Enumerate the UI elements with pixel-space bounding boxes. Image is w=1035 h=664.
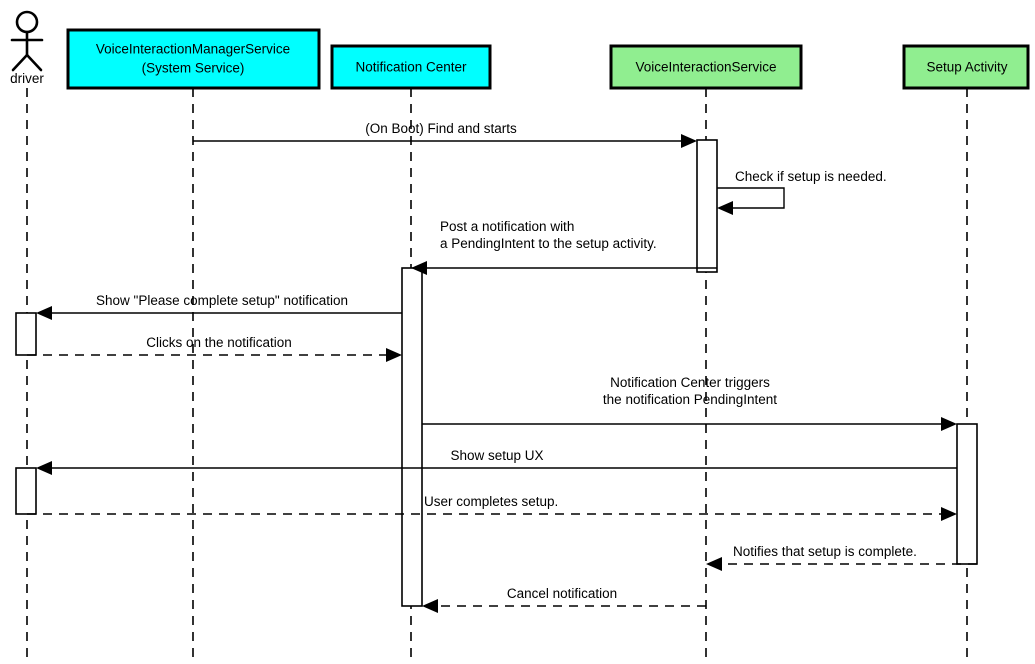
actor-leg-right-icon: [25, 53, 43, 72]
message-label-msg-trigger-pendingintent-line1: Notification Center triggers: [610, 375, 770, 390]
participant-vims[interactable]: VoiceInteractionManagerService (System Se…: [66, 28, 321, 90]
participant-vis[interactable]: VoiceInteractionService: [609, 44, 803, 90]
message-label-msg-cancel-notification: Cancel notification: [507, 586, 617, 601]
activations-layer: [15, 139, 978, 607]
message-label-msg-on-boot: (On Boot) Find and starts: [365, 121, 517, 136]
activation-bar-notifcenter: [401, 267, 423, 607]
activation-bar-vis: [696, 139, 718, 273]
message-msg-show-setup-ux[interactable]: Show setup UX: [36, 448, 957, 475]
participant-notifcenter[interactable]: Notification Center: [330, 44, 492, 90]
message-arrowhead-msg-clicks-notification: [386, 348, 402, 362]
message-label-msg-trigger-pendingintent-line2: the notification PendingIntent: [603, 392, 777, 407]
message-msg-user-completes-setup[interactable]: User completes setup.: [27, 494, 957, 521]
participant-box-vims[interactable]: [66, 28, 321, 90]
participant-label-notifcenter: Notification Center: [355, 60, 467, 75]
message-label-msg-show-notification: Show "Please complete setup" notificatio…: [96, 293, 348, 308]
message-msg-show-notification[interactable]: Show "Please complete setup" notificatio…: [36, 293, 402, 320]
message-msg-clicks-notification[interactable]: Clicks on the notification: [27, 335, 402, 362]
participant-label-vis: VoiceInteractionService: [635, 60, 776, 75]
message-arrowhead-msg-on-boot: [681, 134, 697, 148]
message-label-msg-notifies-complete: Notifies that setup is complete.: [733, 544, 917, 559]
participant-label-setup: Setup Activity: [926, 60, 1007, 75]
actor-label-driver: driver: [10, 71, 44, 86]
activation-bar-driver: [15, 467, 37, 515]
message-arrowhead-msg-cancel-notification: [422, 599, 438, 613]
participant-box-vis[interactable]: [609, 44, 803, 90]
message-label-msg-user-completes-setup: User completes setup.: [424, 494, 558, 509]
message-arrowhead-msg-check-setup: [717, 201, 733, 215]
message-msg-on-boot[interactable]: (On Boot) Find and starts: [193, 121, 697, 148]
message-msg-notifies-complete[interactable]: Notifies that setup is complete.: [706, 544, 977, 571]
participant-label-vims: VoiceInteractionManagerService: [96, 42, 290, 57]
activation-bar-driver: [15, 312, 37, 356]
message-label-msg-clicks-notification: Clicks on the notification: [146, 335, 292, 350]
message-msg-cancel-notification[interactable]: Cancel notification: [422, 586, 706, 613]
message-arrowhead-msg-user-completes-setup: [941, 507, 957, 521]
message-label-msg-show-setup-ux: Show setup UX: [450, 448, 543, 463]
actor-head-icon: [15, 10, 39, 34]
participant-box-notifcenter[interactable]: [330, 44, 492, 90]
message-path-msg-check-setup: [717, 187, 785, 209]
message-arrowhead-msg-show-setup-ux: [36, 461, 52, 475]
message-label-msg-check-setup: Check if setup is needed.: [735, 169, 887, 184]
participant-box-setup[interactable]: [902, 44, 1030, 90]
actor-driver: driver: [10, 10, 44, 86]
message-arrowhead-msg-trigger-pendingintent: [941, 417, 957, 431]
message-arrowhead-msg-notifies-complete: [706, 557, 722, 571]
participant-setup[interactable]: Setup Activity: [902, 44, 1030, 90]
message-label-msg-post-notification-line1: Post a notification with: [440, 219, 574, 234]
participant-sublabel-vims: (System Service): [142, 61, 245, 76]
message-label-msg-post-notification-line2: a PendingIntent to the setup activity.: [440, 236, 657, 251]
activation-bar-setup: [956, 423, 978, 565]
message-msg-check-setup[interactable]: Check if setup is needed.: [717, 169, 887, 215]
message-msg-post-notification[interactable]: Post a notification with a PendingIntent …: [411, 219, 717, 275]
message-arrowhead-msg-show-notification: [36, 306, 52, 320]
message-msg-trigger-pendingintent[interactable]: Notification Center triggers the notifica…: [422, 375, 957, 431]
participants-layer: driver VoiceInteractionManagerService (Sys…: [10, 10, 1030, 90]
actor-leg-left-icon: [11, 53, 29, 72]
message-arrowhead-msg-post-notification: [411, 261, 427, 275]
